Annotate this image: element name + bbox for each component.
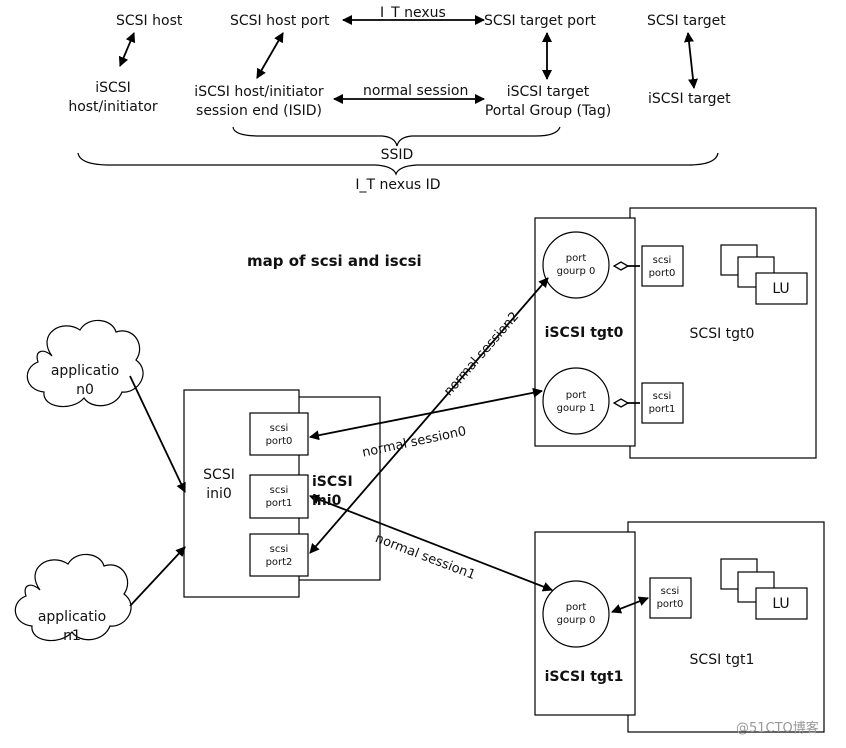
scsi-target-label: SCSI target xyxy=(647,13,726,29)
iscsi-ini0-label: iSCSI ini0 xyxy=(312,474,353,509)
tgt1-lu-box xyxy=(755,587,808,620)
tgt1-port0-label: scsi port0 xyxy=(656,586,684,610)
tgt1-pg0-port0-link xyxy=(611,596,649,614)
iscsi-host-initiator-label: iSCSI host/initiator xyxy=(68,80,158,115)
ini-port0-label: scsi port0 xyxy=(265,423,293,447)
boxes xyxy=(183,207,825,733)
application1-label: applicatio n1 xyxy=(37,609,107,644)
ini-port1-box xyxy=(249,474,309,519)
tgt1-portgroup0-circle xyxy=(542,580,610,648)
cloud-application0 xyxy=(26,319,144,408)
tgt0-portgroup0-label: port gourp 0 xyxy=(556,253,596,277)
top-legend-arrows xyxy=(118,15,698,104)
normal-session-label: normal session xyxy=(363,83,469,99)
app0-to-ini-arrow xyxy=(129,375,186,493)
cloud-application1 xyxy=(14,553,132,642)
tgt1-port0-box xyxy=(649,577,692,619)
tgt1-portgroup0-label: port gourp 0 xyxy=(556,602,596,626)
watermark: @51CTO博客 xyxy=(736,721,819,736)
scsi-tgt0-label: SCSI tgt0 xyxy=(689,326,755,342)
scsi-tgt1-box xyxy=(627,521,825,733)
application0-label: applicatio n0 xyxy=(50,363,120,398)
ssid-label: SSID xyxy=(380,147,414,163)
ini-port2-box xyxy=(249,533,309,577)
map-arrows xyxy=(129,266,649,614)
tgt0-port0-box xyxy=(641,245,684,287)
clouds xyxy=(14,319,144,642)
host-port-arrow xyxy=(256,32,284,79)
it-nexus-label: I_T nexus xyxy=(380,5,446,21)
session2-arrow xyxy=(309,277,549,554)
scsi-target-port-label: SCSI target port xyxy=(484,13,596,29)
scsi-tgt1-label: SCSI tgt1 xyxy=(689,652,755,668)
it-nexus-id-brace xyxy=(77,152,719,176)
host-arrow xyxy=(118,32,136,67)
tgt1-lu-label: LU xyxy=(772,596,790,612)
tgt0-port1-box xyxy=(641,382,684,424)
scsi-ini0-label: SCSI ini0 xyxy=(203,467,235,502)
it-nexus-id-label: I_T nexus ID xyxy=(355,177,441,193)
iscsi-tpg-label: iSCSI target Portal Group (Tag) xyxy=(484,84,612,119)
tgt0-portgroup0-circle xyxy=(542,231,610,299)
tgt0-port0-label: scsi port0 xyxy=(648,255,676,279)
tgt0-portgroup1-label: port gourp 1 xyxy=(556,390,596,414)
iscsi-target-label: iSCSI target xyxy=(648,91,731,107)
top-braces xyxy=(77,126,719,176)
tgt0-lu-label: LU xyxy=(772,281,790,297)
scsi-host-port-label: SCSI host port xyxy=(230,13,330,29)
ini-port1-label: scsi port1 xyxy=(265,485,293,509)
iscsi-tgt1-label: iSCSI tgt1 xyxy=(544,669,624,685)
iscsi-tgt0-label: iSCSI tgt0 xyxy=(544,325,624,341)
scsi-host-label: SCSI host xyxy=(116,13,183,29)
ini-port2-label: scsi port2 xyxy=(265,544,293,568)
tgt0-port1-label: scsi port1 xyxy=(648,391,676,415)
target-arrow xyxy=(684,32,698,89)
iscsi-session-end-label: iSCSI host/initiator session end (ISID) xyxy=(194,84,324,119)
ini-port0-box xyxy=(249,412,309,456)
tgt0-lu-box xyxy=(755,272,808,305)
map-title: map of scsi and iscsi xyxy=(247,252,422,270)
app1-to-ini-arrow xyxy=(129,546,186,607)
ssid-brace xyxy=(232,126,561,147)
